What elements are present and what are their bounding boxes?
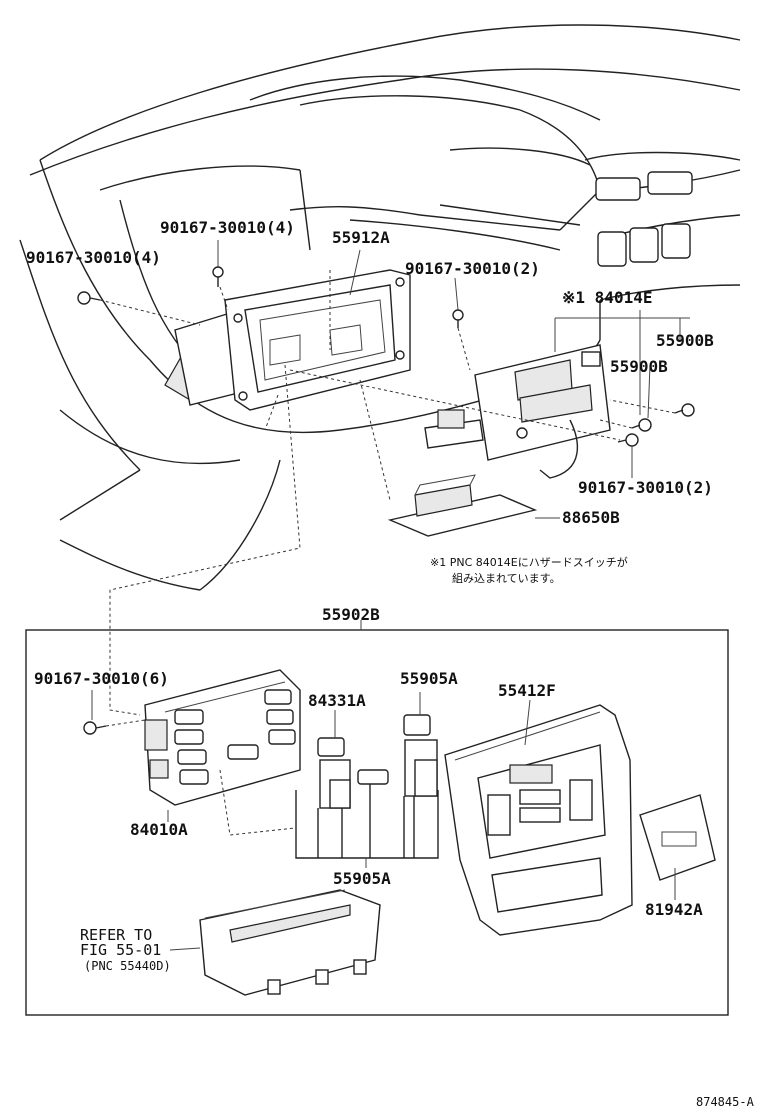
label-switch-assy: ※1 84014E <box>562 288 652 307</box>
refer-line-1: REFER TO <box>80 926 152 944</box>
refer-line-3: (PNC 55440D) <box>84 959 171 973</box>
label-bolt-cluster: 90167-30010(6) <box>34 669 169 688</box>
note-line-1: ※1 PNC 84014Eにハザードスイッチが <box>430 555 628 569</box>
panel-55412F <box>444 704 633 936</box>
switch-84331A <box>317 737 389 809</box>
connector-lines-upper <box>99 270 676 716</box>
leader-lines-upper <box>217 240 690 519</box>
label-switch-84331: 84331A <box>308 691 366 710</box>
dashboard-outline <box>19 24 741 591</box>
bolt-icon <box>77 266 695 447</box>
plate-81942A <box>639 794 716 881</box>
cluster-base-84010A <box>144 669 301 806</box>
label-switch-55905-bottom: 55905A <box>333 869 391 888</box>
leader-lines-cluster <box>91 690 676 951</box>
label-screw-a: 55900B <box>656 331 714 350</box>
label-bracket: 55912A <box>332 228 390 247</box>
label-cluster-base: 84010A <box>130 820 188 839</box>
label-cluster-group: 55902B <box>322 605 380 624</box>
label-panel: 55412F <box>498 681 556 700</box>
label-plate: 81942A <box>645 900 703 919</box>
label-bolt-left-upper: 90167-30010(4) <box>26 248 161 267</box>
ecu-88650B <box>387 474 538 537</box>
figure-id: 874845-A <box>696 1095 755 1109</box>
label-switch-55905-top: 55905A <box>400 669 458 688</box>
switch-assy-84014E <box>424 344 611 479</box>
bracket-55912A <box>164 269 411 411</box>
bolt-cluster-icon <box>83 721 107 735</box>
label-bolt-right: 90167-30010(2) <box>578 478 713 497</box>
cup-holder <box>199 889 381 996</box>
label-screw-b: 55900B <box>610 357 668 376</box>
note-line-2: 組み込まれています。 <box>452 572 561 585</box>
switch-55905A <box>403 714 438 797</box>
label-ecu: 88650B <box>562 508 620 527</box>
refer-line-2: FIG 55-01 <box>80 941 161 959</box>
label-bolt-center: 90167-30010(2) <box>405 259 540 278</box>
cluster-group-box <box>25 629 729 1016</box>
label-bolt-top: 90167-30010(4) <box>160 218 295 237</box>
